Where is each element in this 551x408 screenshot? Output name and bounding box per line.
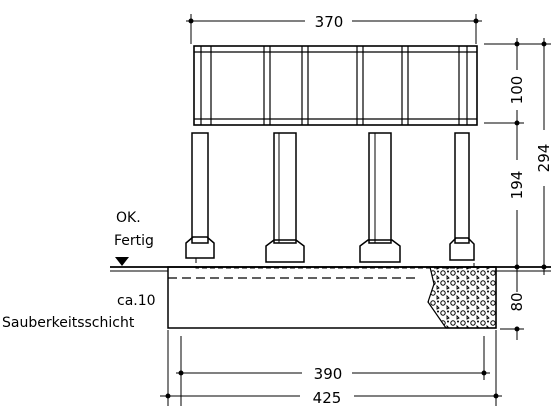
dim-label-top-width: 370 <box>315 13 344 31</box>
railing-frame <box>193 45 478 126</box>
post-4 <box>449 132 475 261</box>
level-triangle-icon <box>115 257 129 266</box>
dim-label-rail-height: 100 <box>508 76 526 105</box>
dimension-top-width <box>186 14 482 44</box>
blinding-layer-label-line2: Sauberkeitsschicht <box>2 315 135 331</box>
dim-label-total-height: 294 <box>535 144 551 173</box>
dimension-bottom <box>160 330 502 406</box>
blinding-layer-label-line1: ca.10 <box>117 293 156 309</box>
dimension-right <box>484 38 551 340</box>
post-3 <box>359 132 401 263</box>
dim-label-base-width-outer: 425 <box>313 389 342 407</box>
gravel-hatch <box>427 266 497 329</box>
dim-label-foundation-depth: 80 <box>508 292 526 311</box>
finished-level-label-line1: OK. <box>116 210 141 226</box>
finished-level-label-line2: Fertig <box>114 233 154 249</box>
post-2 <box>265 132 305 263</box>
posts <box>185 132 475 269</box>
post-1 <box>185 132 215 259</box>
ground-and-foundation <box>110 266 551 329</box>
dim-label-base-width-inner: 390 <box>314 365 343 383</box>
dim-label-post-height: 194 <box>508 171 526 200</box>
